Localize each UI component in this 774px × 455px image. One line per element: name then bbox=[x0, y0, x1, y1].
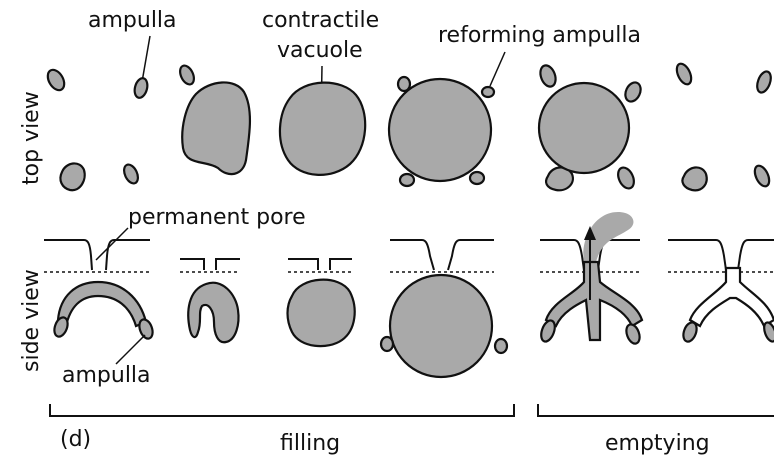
ampulla-shape bbox=[133, 77, 150, 99]
membrane-line bbox=[106, 240, 150, 270]
top-stage-3 bbox=[280, 83, 365, 175]
membrane-line bbox=[448, 240, 494, 270]
ampulla-top-label: ampulla bbox=[88, 8, 177, 33]
ampulla-shape bbox=[681, 321, 699, 344]
emptying-bracket bbox=[538, 404, 774, 416]
side-stage-3 bbox=[288, 259, 355, 346]
top-stage-6 bbox=[674, 61, 773, 190]
top-view-label: top view bbox=[19, 91, 44, 185]
vacuole-shape bbox=[288, 280, 355, 346]
membrane-line bbox=[738, 240, 774, 270]
vacuole-shape bbox=[280, 83, 365, 175]
top-stage-1 bbox=[44, 67, 149, 190]
contractile-vacuole-label-line1: contractile bbox=[262, 8, 379, 33]
side-stage-6 bbox=[668, 240, 774, 343]
side-view-label: side view bbox=[19, 269, 44, 372]
membrane-line bbox=[180, 259, 204, 270]
ampulla-shape bbox=[400, 174, 414, 186]
ampulla-shape bbox=[177, 63, 196, 86]
vacuole-shape bbox=[539, 83, 629, 173]
side-stage-5 bbox=[539, 212, 642, 345]
filling-label: filling bbox=[280, 431, 340, 455]
side-stage-2 bbox=[180, 259, 240, 342]
ampulla-side-label: ampulla bbox=[62, 363, 151, 388]
filling-bracket bbox=[50, 404, 514, 416]
ampulla-shape bbox=[622, 80, 643, 104]
ampulla-shape bbox=[682, 167, 706, 190]
ampulla-top-pointer bbox=[142, 36, 150, 82]
ampulla-shape bbox=[381, 337, 393, 351]
ampulla-shape bbox=[58, 282, 146, 326]
permanent-pore-pointer bbox=[96, 228, 128, 260]
membrane-line bbox=[44, 240, 92, 270]
permanent-pore-label: permanent pore bbox=[128, 205, 306, 230]
contractile-vacuole-label-line2: vacuole bbox=[277, 38, 363, 63]
side-stage-4 bbox=[381, 240, 507, 377]
ampulla-shape bbox=[495, 339, 507, 353]
ampulla-shape bbox=[674, 61, 694, 86]
membrane-line bbox=[330, 259, 352, 270]
ampulla-shape bbox=[44, 67, 67, 93]
membrane-line bbox=[216, 259, 240, 270]
emptying-label: emptying bbox=[605, 431, 710, 455]
ampulla-shape bbox=[624, 323, 642, 346]
membrane-line bbox=[668, 240, 726, 270]
ampulla-shape bbox=[538, 63, 559, 88]
ampulla-shape bbox=[470, 172, 484, 184]
top-stage-2 bbox=[177, 63, 250, 174]
ampulla-shape bbox=[615, 165, 637, 191]
reforming-ampulla-label: reforming ampulla bbox=[438, 23, 641, 48]
membrane-line bbox=[288, 259, 318, 270]
ampulla-shape bbox=[482, 87, 494, 97]
ampulla-shape bbox=[137, 318, 155, 341]
ampulla-shape bbox=[539, 319, 558, 344]
vacuole-shape bbox=[389, 79, 491, 181]
reforming-ampulla-pointer bbox=[490, 52, 505, 86]
ampulla-side-pointer bbox=[116, 335, 145, 364]
ampulla-shape bbox=[52, 316, 70, 339]
side-stage-1 bbox=[44, 240, 155, 340]
ampulla-shape bbox=[755, 70, 774, 95]
membrane-line bbox=[540, 240, 584, 270]
top-stage-4 bbox=[389, 77, 494, 186]
ampulla-shape bbox=[60, 163, 84, 190]
membrane-line bbox=[390, 240, 434, 270]
ampulla-shape bbox=[121, 162, 140, 185]
vacuole-shape bbox=[182, 82, 250, 174]
top-stage-5 bbox=[538, 63, 644, 191]
ampulla-shape bbox=[762, 321, 774, 343]
vacuole-shape bbox=[188, 283, 238, 343]
ampulla-shape bbox=[752, 163, 772, 188]
empty-ampulla-shape bbox=[690, 268, 774, 326]
vacuole-shape bbox=[390, 275, 492, 377]
panel-label: (d) bbox=[60, 427, 91, 452]
